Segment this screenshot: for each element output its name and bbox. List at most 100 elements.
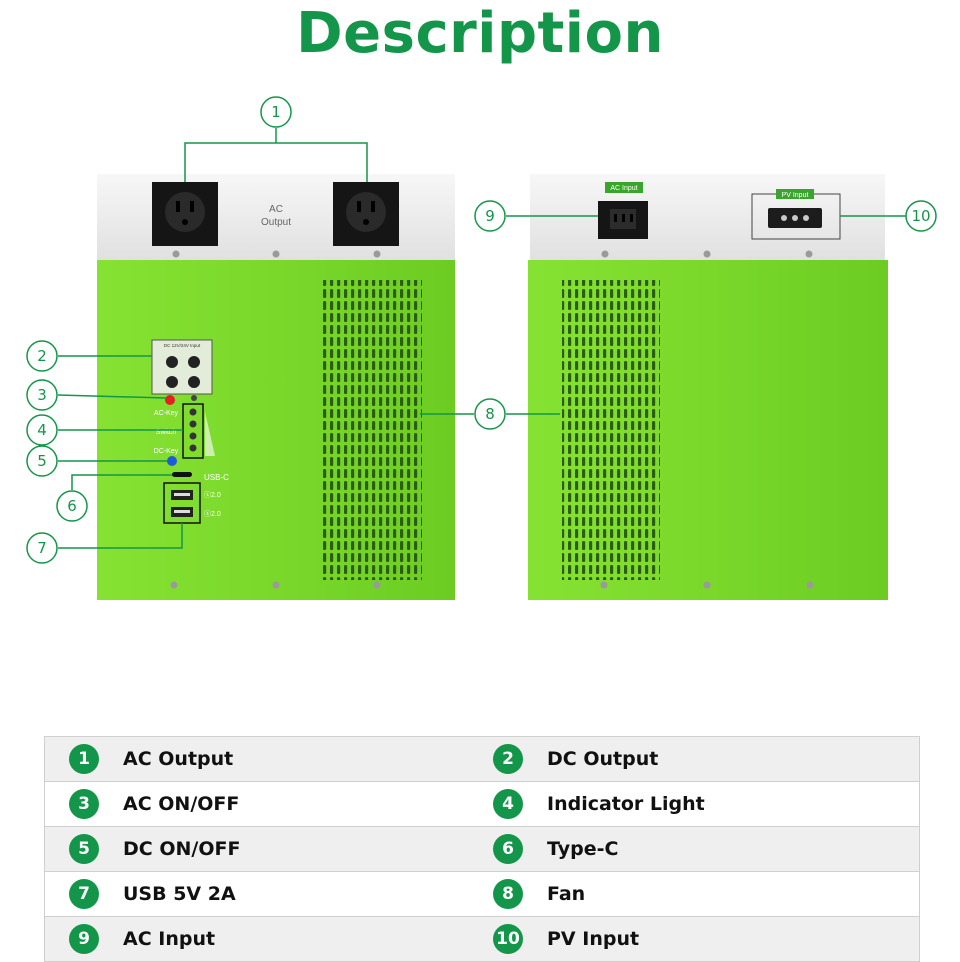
indicator-led-icon bbox=[189, 408, 197, 416]
legend-row: 1 AC Output 2 DC Output bbox=[44, 736, 920, 781]
screw-icon bbox=[703, 581, 711, 589]
legend-item: 4 Indicator Light bbox=[493, 782, 705, 826]
screw-icon bbox=[703, 250, 711, 258]
legend-number: 9 bbox=[69, 924, 99, 954]
ac-socket-right bbox=[333, 182, 399, 246]
screw-icon bbox=[373, 250, 381, 258]
screw-icon bbox=[172, 250, 180, 258]
ac-key-label: AC-Key bbox=[154, 410, 179, 417]
legend-number: 10 bbox=[493, 924, 523, 954]
legend-number: 6 bbox=[493, 834, 523, 864]
legend-item: 10 PV Input bbox=[493, 917, 639, 961]
callout-10: 10 bbox=[905, 200, 937, 232]
dc-key-button[interactable] bbox=[167, 456, 177, 466]
page-title: Description bbox=[296, 1, 664, 66]
callout-6: 6 bbox=[56, 490, 88, 522]
front-unit: AC Output DC 12V/24V Input AC-Key Switch… bbox=[97, 174, 455, 600]
legend-number: 2 bbox=[493, 744, 523, 774]
legend-number: 7 bbox=[69, 879, 99, 909]
callout-5: 5 bbox=[26, 445, 58, 477]
usb-c-port bbox=[172, 472, 192, 477]
screw-icon bbox=[600, 581, 608, 589]
screw-icon bbox=[373, 581, 381, 589]
svg-text:3: 3 bbox=[37, 386, 47, 404]
svg-text:8: 8 bbox=[485, 405, 495, 423]
legend-item: 1 AC Output bbox=[69, 737, 233, 781]
svg-text:9: 9 bbox=[485, 207, 495, 225]
legend-label: Type-C bbox=[547, 838, 619, 860]
svg-text:4: 4 bbox=[37, 421, 47, 439]
svg-text:7: 7 bbox=[37, 539, 47, 557]
usb-c-label: USB-C bbox=[204, 473, 229, 482]
legend-item: 6 Type-C bbox=[493, 827, 618, 871]
legend-number: 5 bbox=[69, 834, 99, 864]
dc-port-icon bbox=[188, 356, 200, 368]
indicator-light-box bbox=[182, 403, 204, 459]
legend-item: 2 DC Output bbox=[493, 737, 658, 781]
dc-port-icon bbox=[166, 376, 178, 388]
dc-key-label: DC-Key bbox=[154, 448, 179, 455]
product-illustration: AC Output DC 12V/24V Input AC-Key Switch… bbox=[26, 96, 937, 600]
legend-item: 9 AC Input bbox=[69, 917, 215, 961]
legend-table: 1 AC Output 2 DC Output 3 AC ON/OFF 4 Indica… bbox=[44, 736, 920, 962]
ac-output-label-line1: AC bbox=[269, 204, 283, 215]
indicator-led-icon bbox=[189, 420, 197, 428]
legend-label: AC Output bbox=[123, 748, 234, 770]
indicator-top-icon bbox=[191, 395, 197, 401]
ac-socket-left bbox=[152, 182, 218, 246]
legend-label: PV Input bbox=[547, 928, 640, 950]
legend-label: Fan bbox=[547, 883, 586, 905]
ac-key-button[interactable] bbox=[165, 395, 175, 405]
legend-label: DC ON/OFF bbox=[123, 838, 241, 860]
legend-item: 3 AC ON/OFF bbox=[69, 782, 239, 826]
svg-text:6: 6 bbox=[67, 497, 77, 515]
usb1-label: ⓢ2.0 bbox=[204, 491, 221, 499]
usb2-label: ⓢ2.0 bbox=[204, 510, 221, 518]
legend-row: 3 AC ON/OFF 4 Indicator Light bbox=[44, 781, 920, 826]
callout-1: 1 bbox=[260, 96, 292, 128]
legend-label: AC ON/OFF bbox=[123, 793, 240, 815]
legend-row: 5 DC ON/OFF 6 Type-C bbox=[44, 826, 920, 871]
back-top-panel bbox=[530, 174, 885, 262]
pv-input-tag bbox=[776, 189, 814, 199]
screw-icon bbox=[806, 581, 814, 589]
svg-text:10: 10 bbox=[911, 207, 930, 225]
callout-lines bbox=[57, 128, 906, 549]
svg-text:1: 1 bbox=[271, 103, 281, 121]
callout-8: 8 bbox=[474, 398, 506, 430]
indicator-led-icon bbox=[189, 444, 197, 452]
screw-icon bbox=[170, 581, 178, 589]
ac-input-tag-label: AC Input bbox=[610, 185, 637, 192]
legend-row: 9 AC Input 10 PV Input bbox=[44, 916, 920, 962]
back-unit: AC Input PV Input bbox=[528, 174, 888, 600]
svg-text:5: 5 bbox=[37, 452, 47, 470]
screw-icon bbox=[805, 250, 813, 258]
ac-input-tag bbox=[605, 182, 643, 193]
callout-7: 7 bbox=[26, 532, 58, 564]
dc-port-icon bbox=[188, 376, 200, 388]
legend-label: DC Output bbox=[547, 748, 659, 770]
screw-icon bbox=[272, 250, 280, 258]
legend-label: Indicator Light bbox=[547, 793, 705, 815]
dc-output-panel bbox=[151, 339, 213, 395]
screw-icon bbox=[601, 250, 609, 258]
switch-label: Switch bbox=[156, 429, 177, 436]
svg-text:2: 2 bbox=[37, 347, 47, 365]
fan-vent bbox=[320, 280, 422, 580]
legend-label: AC Input bbox=[123, 928, 216, 950]
legend-number: 1 bbox=[69, 744, 99, 774]
dc-input-label: DC 12V/24V Input bbox=[164, 343, 201, 348]
callout-4: 4 bbox=[26, 414, 58, 446]
callout-9: 9 bbox=[474, 200, 506, 232]
dc-port-icon bbox=[166, 356, 178, 368]
legend-number: 4 bbox=[493, 789, 523, 819]
legend-number: 3 bbox=[69, 789, 99, 819]
fan-vent bbox=[562, 280, 660, 580]
callout-2: 2 bbox=[26, 340, 58, 372]
screw-icon bbox=[272, 581, 280, 589]
indicator-led-icon bbox=[189, 432, 197, 440]
pv-input-tag-label: PV Input bbox=[782, 192, 809, 199]
battery-level-graphic bbox=[205, 412, 215, 456]
